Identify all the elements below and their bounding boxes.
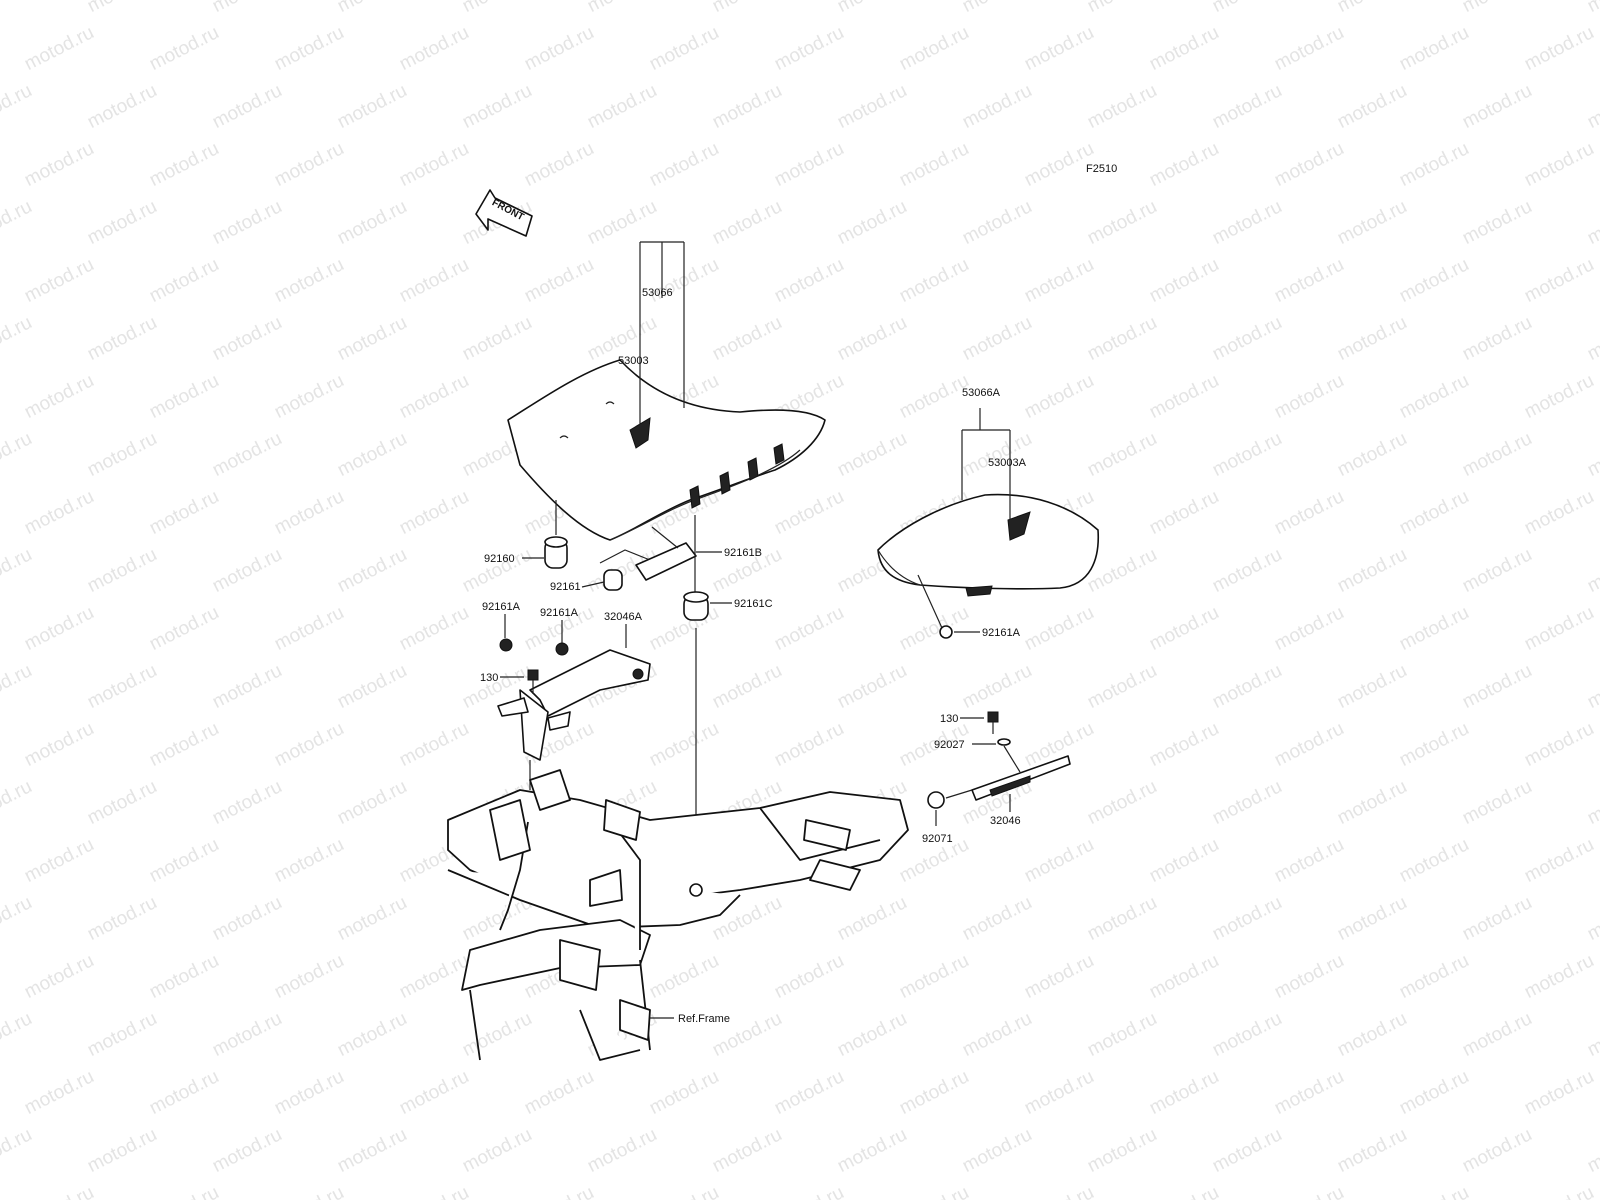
front-arrow-icon: FRONT — [475, 189, 533, 237]
callout-92160: 92160 — [484, 553, 515, 565]
callout-32046: 32046 — [990, 815, 1021, 827]
callout-ref-frame: Ref.Frame — [678, 1013, 730, 1025]
callout-92161C: 92161C — [734, 598, 773, 610]
callout-92161A-mid: 92161A — [540, 607, 579, 619]
callout-92161A-pillion: 92161A — [982, 627, 1021, 639]
main-seat — [507, 359, 826, 541]
callout-92161: 92161 — [550, 581, 581, 593]
callout-53003A: 53003A — [988, 457, 1027, 469]
callout-92161B: 92161B — [724, 547, 762, 559]
bracket-32046A — [497, 649, 651, 761]
callout-92027: 92027 — [934, 739, 965, 751]
callout-92161A-left: 92161A — [482, 601, 521, 613]
callout-32046A: 32046A — [604, 611, 643, 623]
frame — [447, 769, 909, 1061]
callout-53066: 53066 — [642, 287, 673, 299]
callout-130-left: 130 — [480, 672, 498, 684]
callout-130-right: 130 — [940, 713, 958, 725]
callout-92071: 92071 — [922, 833, 953, 845]
bracket-32046 — [971, 755, 1071, 801]
pillion-seat — [877, 493, 1100, 597]
callout-53066A: 53066A — [962, 387, 1001, 399]
figure-code: F2510 — [1086, 163, 1117, 175]
callout-53003: 53003 — [618, 355, 649, 367]
